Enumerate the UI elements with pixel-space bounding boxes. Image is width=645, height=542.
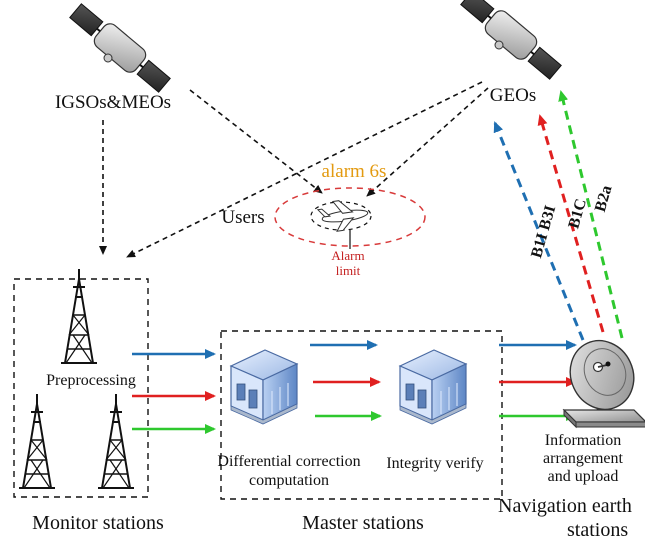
integrity-verify-label: Integrity verify <box>386 455 483 472</box>
signal-red-label: B1C <box>565 197 590 231</box>
differential-label-line2: computation <box>249 472 329 489</box>
alarm-time-label: alarm 6s <box>322 161 387 182</box>
differential-building-icon <box>230 349 298 425</box>
signal-red-arrow <box>537 114 605 333</box>
signal-green-arrow <box>558 90 624 339</box>
monitor-stations-caption: Monitor stations <box>32 512 164 534</box>
igso-to-users-arrow <box>189 89 323 194</box>
alarm-limit-label-line2: limit <box>336 263 361 278</box>
airplane-icon <box>316 200 369 232</box>
info-label-line1: Information <box>545 432 621 449</box>
satellite-dish-icon <box>562 339 645 429</box>
igso-meo-satellite-icon <box>68 2 172 94</box>
differential-label-line1: Differential correction <box>217 453 360 470</box>
signal-blue-label: B1I B3I <box>528 204 559 260</box>
geo-to-monitor-arrow <box>126 81 483 258</box>
igso-meo-label: IGSOs&MEOs <box>55 92 171 113</box>
geo-satellite-icon <box>459 0 563 81</box>
monitor-tower-top-icon <box>60 268 98 364</box>
integrity-building-icon <box>399 349 467 425</box>
navigation-caption-line2: stations <box>567 519 628 541</box>
info-label-line2: arrangement <box>543 450 624 467</box>
monitor-tower-right-icon <box>97 393 135 489</box>
preprocessing-label: Preprocessing <box>46 372 136 389</box>
users-label: Users <box>221 207 264 228</box>
info-label-line3: and upload <box>548 468 619 485</box>
geo-to-users-arrow <box>366 87 489 197</box>
navigation-caption-line1: Navigation earth <box>498 495 632 517</box>
alarm-limit-label-line1: Alarm <box>331 248 364 263</box>
master-stations-caption: Master stations <box>302 512 424 534</box>
geo-label: GEOs <box>490 85 536 106</box>
monitor-stations-box <box>13 278 149 498</box>
monitor-tower-left-icon <box>18 393 56 489</box>
signal-blue-arrow <box>493 121 585 341</box>
alarm-outer-ellipse <box>274 187 426 247</box>
signal-green-label: B2a <box>592 184 616 214</box>
